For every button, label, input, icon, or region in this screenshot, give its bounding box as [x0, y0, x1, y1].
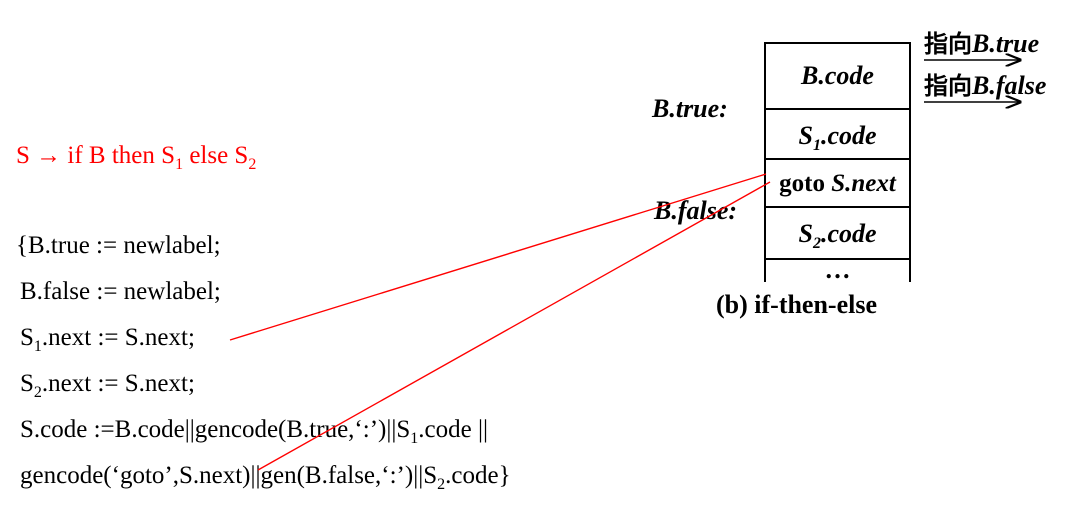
rule-line-2: B.false := newlabel; [20, 278, 221, 306]
box-s1-a: S [798, 121, 813, 150]
note-b-false: 指向B.false [924, 66, 1046, 101]
rule-line-6-b: .code} [445, 462, 511, 489]
connector-s1-next [229, 173, 767, 341]
box-dots: … [824, 255, 851, 284]
rule-line-5-b: .code || [418, 416, 488, 443]
box-s1-b: .code [820, 121, 877, 150]
box-s2-sub: 2 [812, 235, 821, 253]
box-b-code: B.code [764, 42, 911, 110]
box-s2-code: S2.code [764, 206, 911, 260]
production-if: if B then S [67, 142, 176, 169]
label-b-true: B.true: [652, 94, 728, 123]
note-b-true-en: B.true [972, 29, 1040, 58]
production-arrow: → [36, 142, 62, 169]
box-s2-a: S [798, 219, 813, 248]
connector-gencode-goto [257, 181, 771, 471]
box-s1-code: S1.code [764, 108, 911, 160]
rule-line-1: {B.true := newlabel; [16, 232, 221, 260]
rule-line-3-sub: 1 [33, 338, 42, 355]
rule-line-6: gencode(‘goto’,S.next)||gen(B.false,‘:’)… [20, 462, 511, 494]
rule-line-6-sub: 2 [437, 476, 446, 493]
note-b-false-cn: 指向 [924, 72, 972, 100]
diagram-caption: (b) if-then-else [716, 290, 878, 319]
box-goto-a: goto [779, 170, 832, 197]
rule-line-4-a: S [20, 370, 34, 397]
box-continuation: … [764, 255, 911, 284]
rule-line-1-text: {B.true := newlabel; [16, 232, 221, 259]
rule-line-6-a: gencode(‘goto’,S.next)||gen(B.false,‘:’)… [20, 462, 438, 489]
rule-line-3-b: .next := S.next; [41, 324, 195, 351]
box-goto-b: S.next [831, 170, 896, 197]
production-sub2: 2 [248, 156, 257, 173]
rule-line-3: S1.next := S.next; [20, 324, 195, 356]
note-b-true: 指向B.true [924, 24, 1039, 59]
rule-line-5-sub: 1 [410, 430, 419, 447]
box-b-code-text: B.code [801, 61, 874, 90]
rule-line-4: S2.next := S.next; [20, 370, 195, 402]
rule-line-2-text: B.false := newlabel; [20, 278, 221, 305]
label-b-false: B.false: [654, 196, 738, 225]
production-rule: S → if B then S1 else S2 [16, 142, 256, 174]
rule-line-4-b: .next := S.next; [41, 370, 195, 397]
box-s1-sub: 1 [812, 137, 821, 155]
note-b-true-cn: 指向 [924, 30, 972, 58]
note-b-false-en: B.false [972, 71, 1047, 100]
rule-line-3-a: S [20, 324, 34, 351]
production-else: else S [183, 142, 249, 169]
rule-line-4-sub: 2 [33, 384, 42, 401]
production-sub1: 1 [175, 156, 184, 173]
production-lhs: S [16, 142, 30, 169]
box-s2-b: .code [820, 219, 877, 248]
